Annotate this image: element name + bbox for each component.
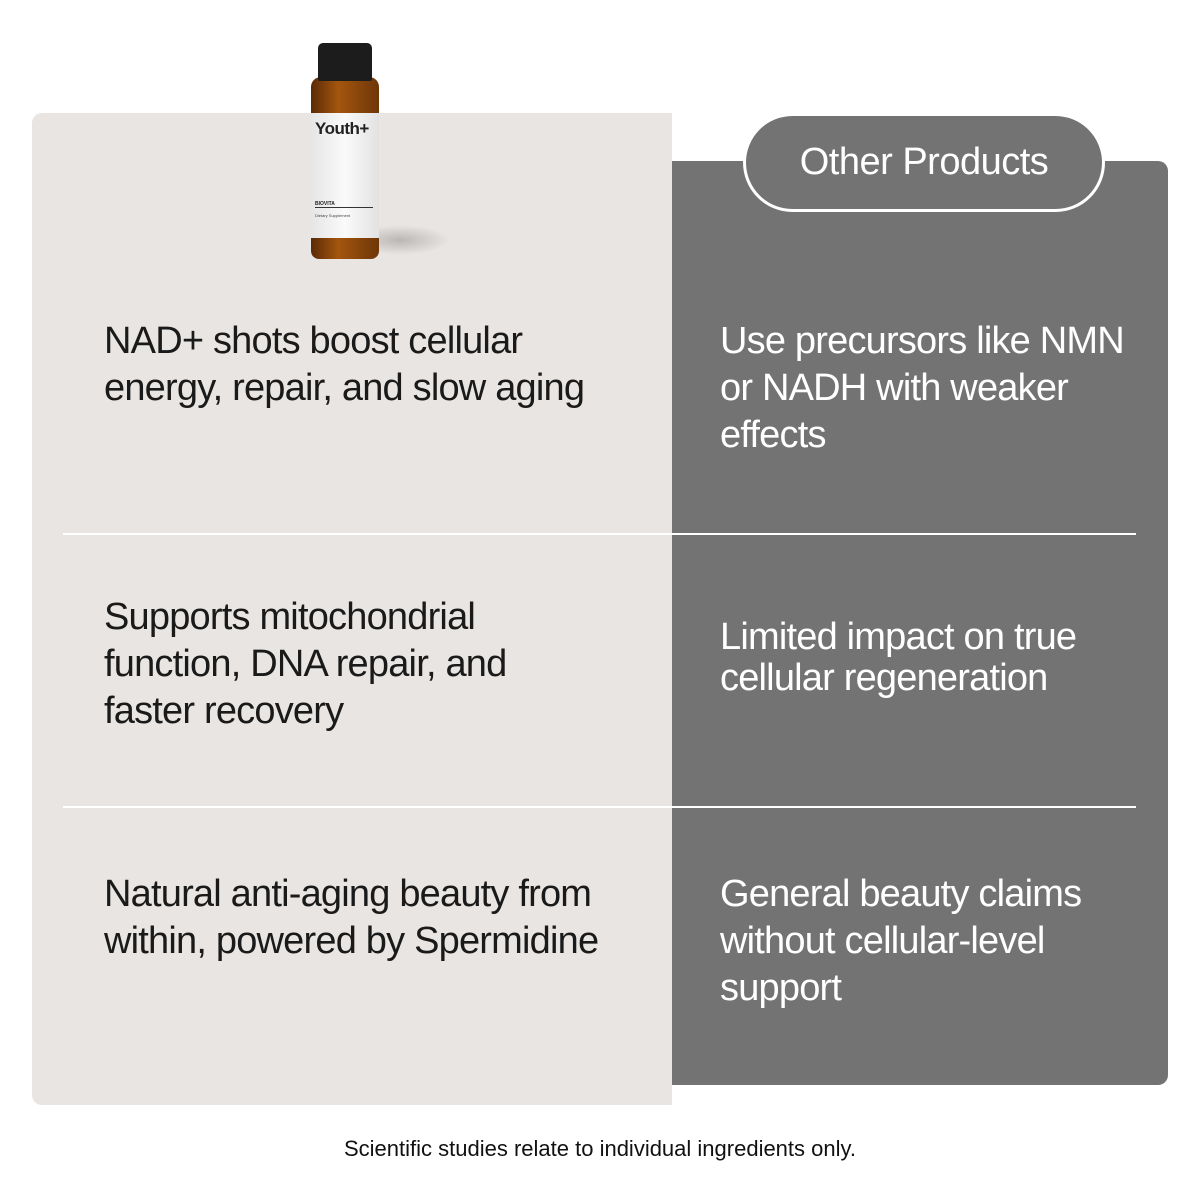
disclaimer: Scientific studies relate to individual … (344, 1136, 856, 1161)
ours-row-1: NAD+ shots boost cellular energy, repair… (104, 320, 585, 409)
row-divider (63, 533, 1136, 535)
product-maker: BIOVITA (315, 201, 373, 208)
other-products-panel (672, 161, 1168, 1085)
bottle-cap (318, 43, 372, 81)
product-type: Dietary Supplement (315, 213, 351, 218)
product-brand: Youth+ (315, 119, 369, 138)
theirs-row-1: Use precursors like NMN or NADH with wea… (720, 320, 1125, 456)
theirs-row-3: General beauty claims without cellular-l… (720, 873, 1082, 1009)
bottle-label: Youth+ BIOVITA Dietary Supplement (311, 113, 379, 238)
ours-row-3: Natural anti-aging beauty from within, p… (104, 873, 599, 962)
other-products-header: Other Products (743, 113, 1105, 212)
ours-row-2: Supports mitochondrial function, DNA rep… (104, 596, 507, 732)
our-product-panel (32, 113, 672, 1105)
product-bottle-image: Youth+ BIOVITA Dietary Supplement (311, 43, 379, 259)
theirs-row-2: Limited impact on true cellular regenera… (720, 616, 1077, 699)
row-divider (63, 806, 1136, 808)
